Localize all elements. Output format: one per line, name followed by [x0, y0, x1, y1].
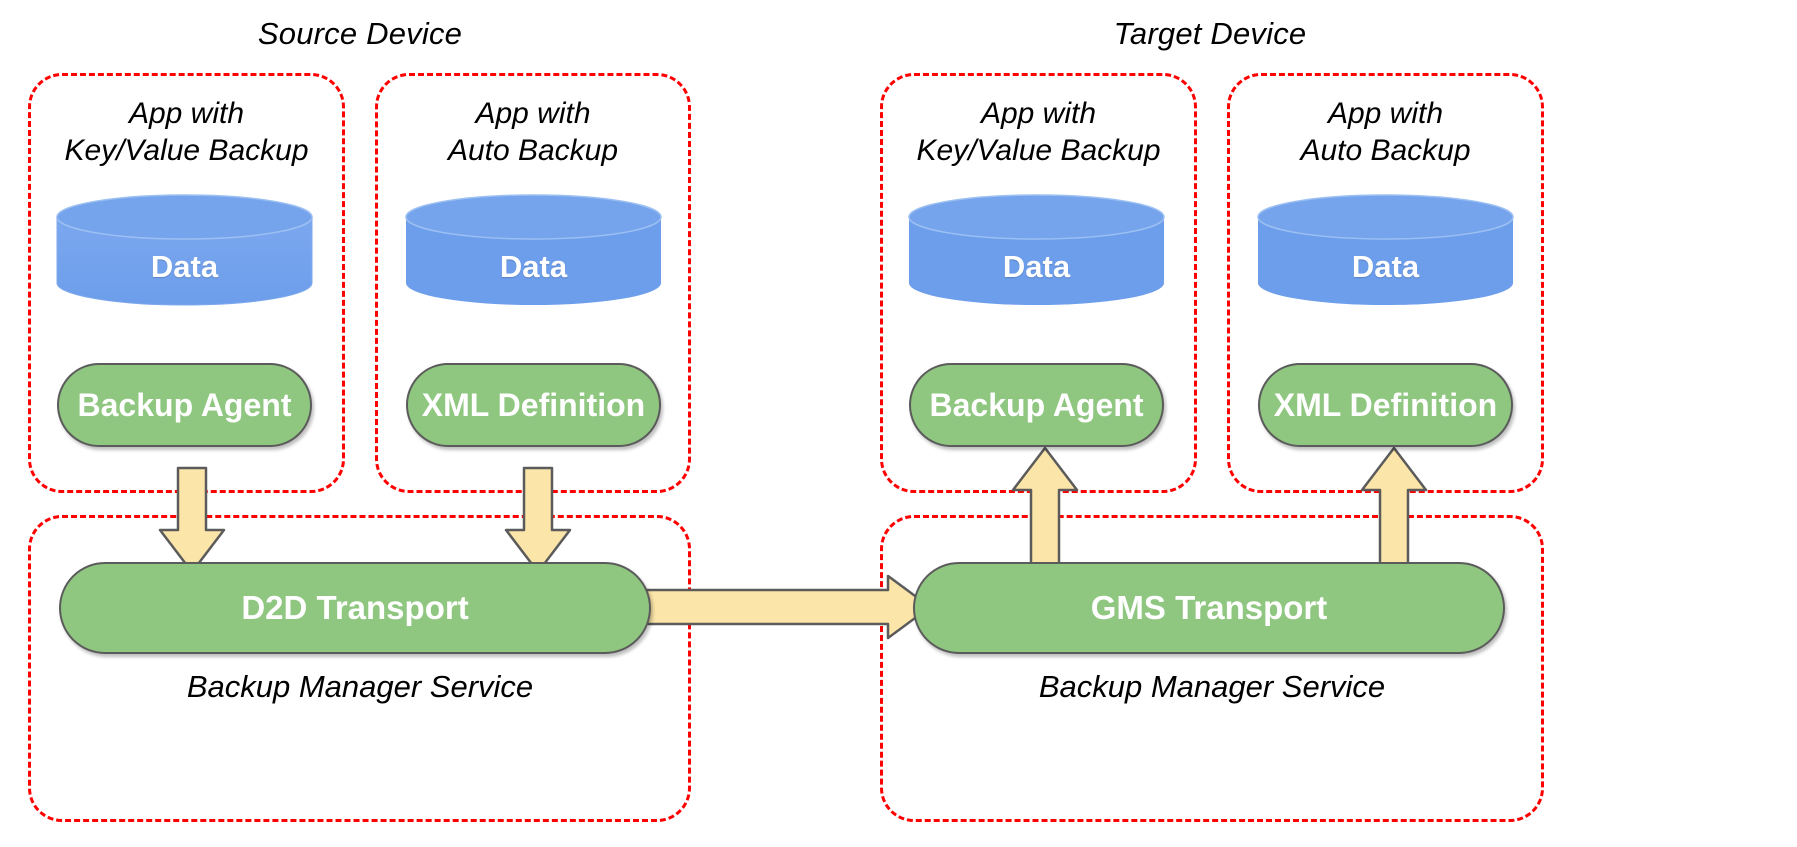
app-label-line1: App with	[128, 97, 245, 130]
backup-manager-service-source-container	[28, 515, 691, 822]
flow-arrow-gms-to-backup-agent	[1011, 446, 1079, 574]
component-target-backup-agent[interactable]: Backup Agent	[909, 363, 1164, 447]
transport-gms[interactable]: GMS Transport	[913, 562, 1505, 654]
flow-arrow-backup-agent-to-d2d	[158, 466, 226, 574]
component-target-xml-definition[interactable]: XML Definition	[1258, 363, 1513, 447]
database-cylinder-target-keyvalue: Data	[908, 194, 1165, 305]
app-label-line1: App with	[980, 97, 1097, 130]
source-device-title: Source Device	[257, 16, 463, 51]
database-cylinder-target-auto: Data	[1257, 194, 1514, 305]
app-label-line2: Key/Value Backup	[916, 134, 1161, 167]
app-label-target-auto: App with Auto Backup	[1229, 95, 1542, 169]
component-source-backup-agent[interactable]: Backup Agent	[57, 363, 312, 447]
database-label-target-keyvalue: Data	[1002, 249, 1071, 284]
database-label-target-auto: Data	[1351, 249, 1420, 284]
flow-arrow-xml-definition-to-d2d	[504, 466, 572, 574]
service-label-target: Backup Manager Service	[1038, 669, 1386, 704]
backup-manager-service-target-container	[880, 515, 1544, 822]
target-device-title: Target Device	[1113, 16, 1307, 51]
database-label-source-auto: Data	[499, 249, 568, 284]
transport-d2d[interactable]: D2D Transport	[59, 562, 651, 654]
component-source-xml-definition[interactable]: XML Definition	[406, 363, 661, 447]
app-label-source-keyvalue: App with Key/Value Backup	[30, 95, 343, 169]
app-label-line2: Auto Backup	[1300, 134, 1471, 167]
app-label-target-keyvalue: App with Key/Value Backup	[882, 95, 1195, 169]
app-label-source-auto: App with Auto Backup	[377, 95, 689, 169]
app-label-line1: App with	[1327, 97, 1444, 130]
database-label-source-keyvalue: Data	[150, 249, 219, 284]
app-label-line2: Key/Value Backup	[64, 134, 309, 167]
app-label-line1: App with	[475, 97, 591, 130]
service-label-source: Backup Manager Service	[186, 669, 534, 704]
database-cylinder-source-auto: Data	[405, 194, 662, 305]
database-cylinder-source-keyvalue: Data	[56, 194, 313, 306]
flow-arrow-gms-to-xml-definition	[1360, 446, 1428, 574]
flow-arrow-d2d-to-gms	[638, 574, 932, 640]
app-label-line2: Auto Backup	[447, 134, 619, 167]
